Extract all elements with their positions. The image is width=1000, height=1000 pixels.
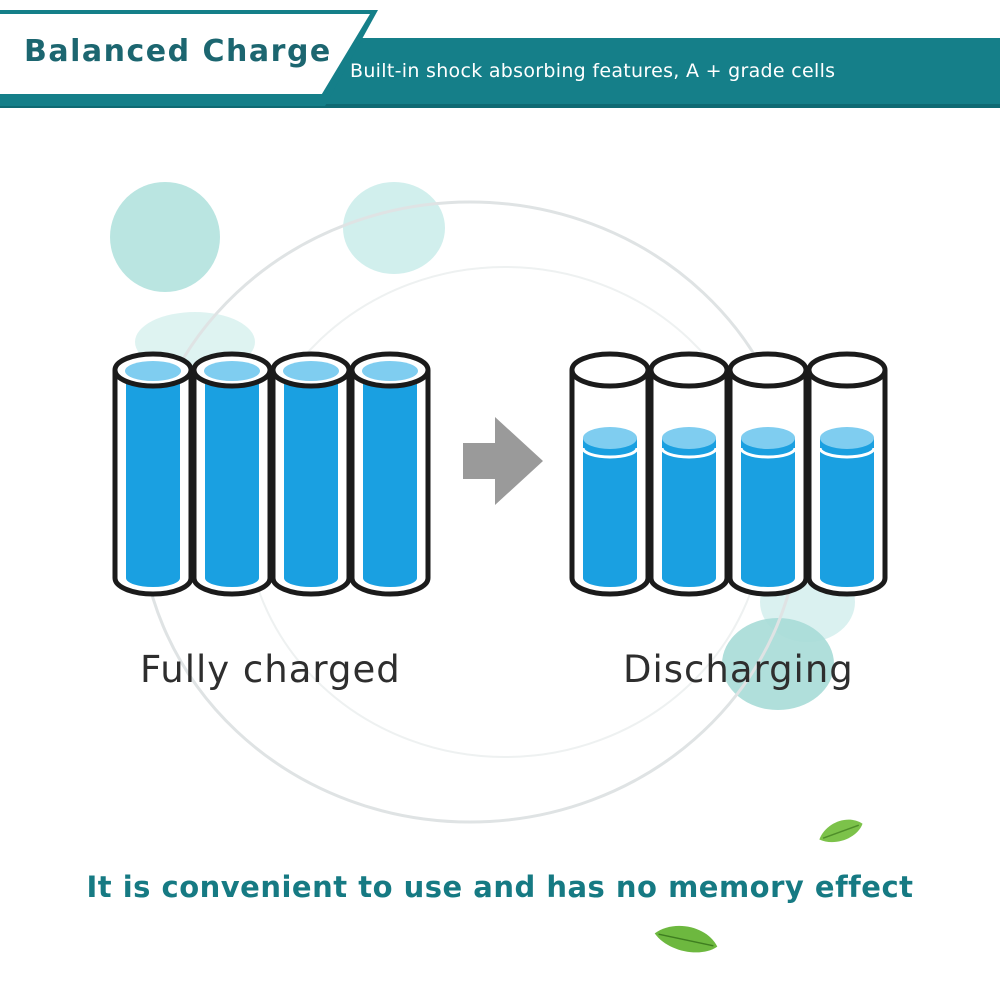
fully-charged-batteries: [112, 351, 431, 597]
battery-cell: [569, 351, 651, 597]
charge-level: [741, 438, 795, 578]
battery-cell: [806, 351, 888, 597]
battery-cell: [727, 351, 809, 597]
banner-subtitle: Built-in shock absorbing features, A + g…: [350, 60, 836, 82]
discharging-batteries: [569, 351, 888, 597]
battery-cell: [112, 351, 194, 597]
leaf-icon: [819, 819, 863, 843]
leaf-icon: [654, 925, 718, 953]
charge-level: [662, 438, 716, 578]
battery-cell: [191, 351, 273, 597]
charge-level: [284, 374, 338, 578]
charge-level: [583, 438, 637, 578]
battery-cell: [349, 351, 431, 597]
arrow-right-icon: [463, 417, 543, 505]
charge-level: [126, 374, 180, 578]
discharging-label: Discharging: [623, 648, 854, 691]
charge-level: [363, 374, 417, 578]
decor-bubble: [110, 182, 220, 292]
title-tab: [0, 14, 370, 94]
battery-cell: [648, 351, 730, 597]
charge-level: [205, 374, 259, 578]
fully-charged-label: Fully charged: [140, 648, 401, 691]
battery-cell: [270, 351, 352, 597]
decor-bubble: [343, 182, 445, 274]
decor-bubble: [722, 618, 834, 710]
footer-tagline: It is convenient to use and has no memor…: [86, 870, 914, 904]
banner-title: Balanced Charge: [24, 34, 332, 69]
charge-level: [820, 438, 874, 578]
